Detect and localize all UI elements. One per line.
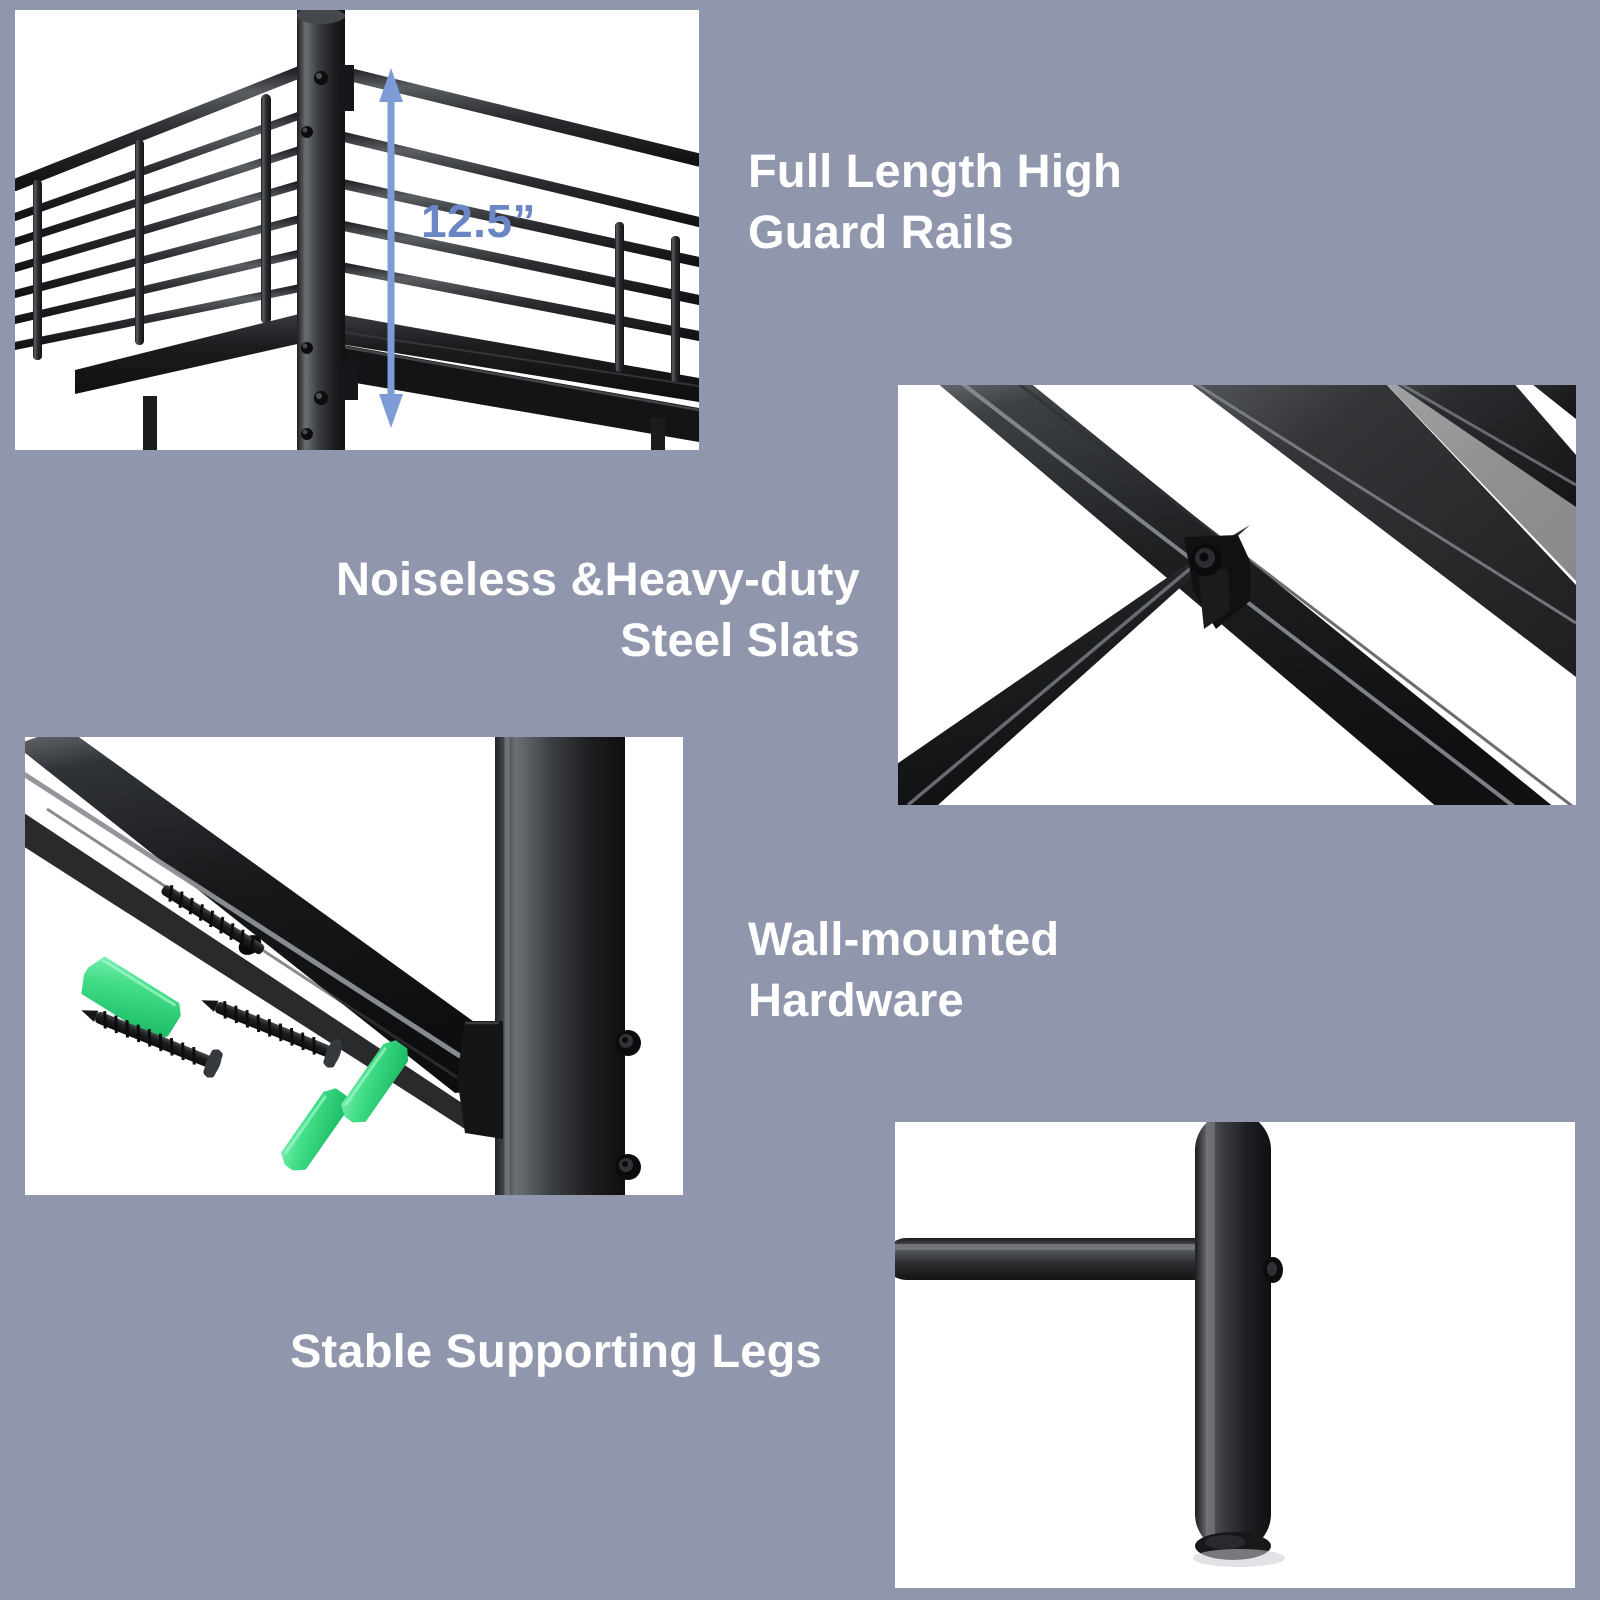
loose-anchor-2: [341, 1040, 409, 1123]
feature-image-supporting-legs: [895, 1122, 1575, 1588]
rail-post-bracket: [457, 1021, 503, 1139]
post-cap: [297, 10, 345, 24]
post-bracket-top: [340, 65, 354, 111]
feature-image-steel-slats: [898, 385, 1576, 805]
loose-anchor-1: [281, 1088, 349, 1171]
guard-rail-illustration: [15, 10, 699, 450]
rail-end-bar-left: [33, 180, 42, 360]
rail-baluster-mid: [261, 94, 271, 324]
rail-baluster-left: [135, 140, 144, 345]
bed-deck: [75, 310, 699, 402]
post-bracket-bottom: [340, 362, 358, 400]
leg-highlight: [1206, 1122, 1215, 1542]
wall-hardware-illustration: [25, 737, 683, 1195]
dimension-label-height: 12.5”: [421, 195, 537, 247]
arrow-head-down: [379, 394, 403, 428]
steel-slats-illustration: [898, 385, 1576, 805]
post-bolts: [301, 71, 328, 440]
support-leg: [1195, 1122, 1271, 1552]
dimension-annotation-12-5: [379, 68, 403, 428]
loose-screw-2: [201, 1000, 343, 1068]
bed-leg-right: [651, 418, 665, 450]
feature-caption-supporting-legs: Stable Supporting Legs: [290, 1324, 822, 1377]
feature-image-wall-mounted-hardware: [25, 737, 683, 1195]
bed-post: [495, 737, 625, 1195]
inserted-screw: [161, 885, 265, 955]
feature-caption-guard-rails: Full Length High Guard Rails: [748, 144, 1122, 259]
bottom-frame-beam: [315, 340, 699, 442]
post-bolts: [615, 1030, 641, 1180]
bed-leg-left: [143, 396, 157, 450]
rail-baluster-far-right: [671, 236, 680, 382]
loose-screw-1: [81, 1010, 223, 1078]
slat-bracket: [1184, 535, 1250, 629]
rail-highlight: [25, 771, 479, 1070]
supporting-leg-illustration: [895, 1122, 1575, 1588]
feature-image-guard-rails: 12.5”: [15, 10, 699, 450]
wall-anchor-installed: [81, 956, 181, 1041]
front-rails: [308, 59, 699, 341]
feature-caption-steel-slats: Noiseless &Heavy-duty Steel Slats: [335, 552, 860, 667]
leg-shadow: [1193, 1549, 1285, 1567]
rail-baluster-right: [615, 222, 624, 372]
arrow-head-up: [379, 68, 403, 102]
feature-caption-wall-mounted-hardware: Wall-mounted Hardware: [748, 912, 1060, 1027]
